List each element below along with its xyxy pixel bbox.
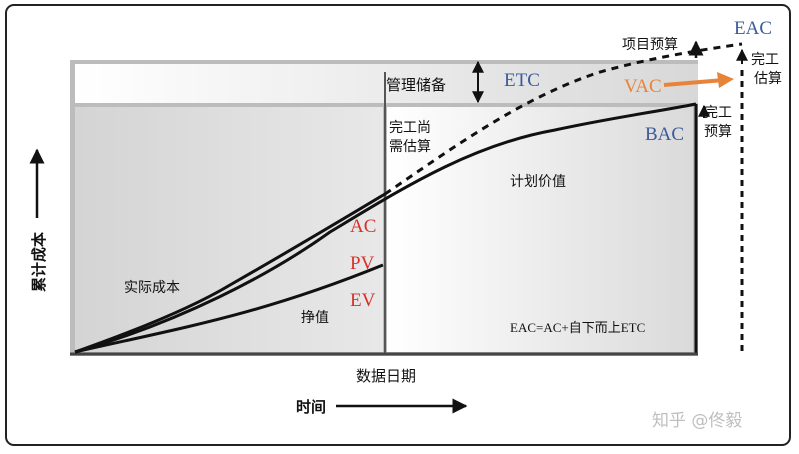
project-budget-label: 项目预算	[622, 37, 678, 53]
completion-estimate-label-1: 完工	[751, 52, 779, 68]
actual-cost-curve	[74, 192, 386, 354]
remaining-estimate-label-1: 完工尚	[389, 120, 431, 136]
formula-label: EAC=AC+自下而上ETC	[510, 320, 645, 335]
right-panel	[387, 107, 693, 352]
diagram-frame	[5, 4, 791, 446]
earned-value-curve	[74, 263, 384, 354]
bac-label: BAC	[645, 124, 684, 145]
vac-arrow	[663, 78, 725, 87]
actual-cost-label: 实际成本	[124, 280, 180, 296]
remaining-estimate-label-2: 需估算	[389, 139, 431, 155]
ac-label: AC	[350, 216, 376, 237]
top-band	[75, 64, 698, 103]
x-axis-label: 时间	[296, 398, 326, 416]
earned-value-label: 挣值	[301, 310, 329, 326]
y-axis-label: 累计成本	[30, 232, 48, 292]
eac-label: EAC	[734, 18, 772, 39]
etc-label: ETC	[504, 70, 540, 91]
completion-budget-label-2: 预算	[704, 124, 732, 140]
vac-arrowhead	[717, 72, 734, 88]
planned-value-curve	[74, 102, 697, 354]
watermark: 知乎 @佟毅	[652, 411, 742, 431]
vac-label: VAC	[624, 76, 662, 97]
ev-label: EV	[350, 290, 376, 311]
eac-forecast-curve	[384, 42, 743, 196]
completion-estimate-label-2: 估算	[754, 71, 782, 87]
pv-label: PV	[350, 253, 375, 274]
mgmt-reserve-label: 管理储备	[386, 76, 446, 94]
completion-budget-label-1: 完工	[704, 105, 732, 121]
planned-value-label: 计划价值	[510, 174, 566, 190]
data-date-label: 数据日期	[356, 367, 416, 385]
